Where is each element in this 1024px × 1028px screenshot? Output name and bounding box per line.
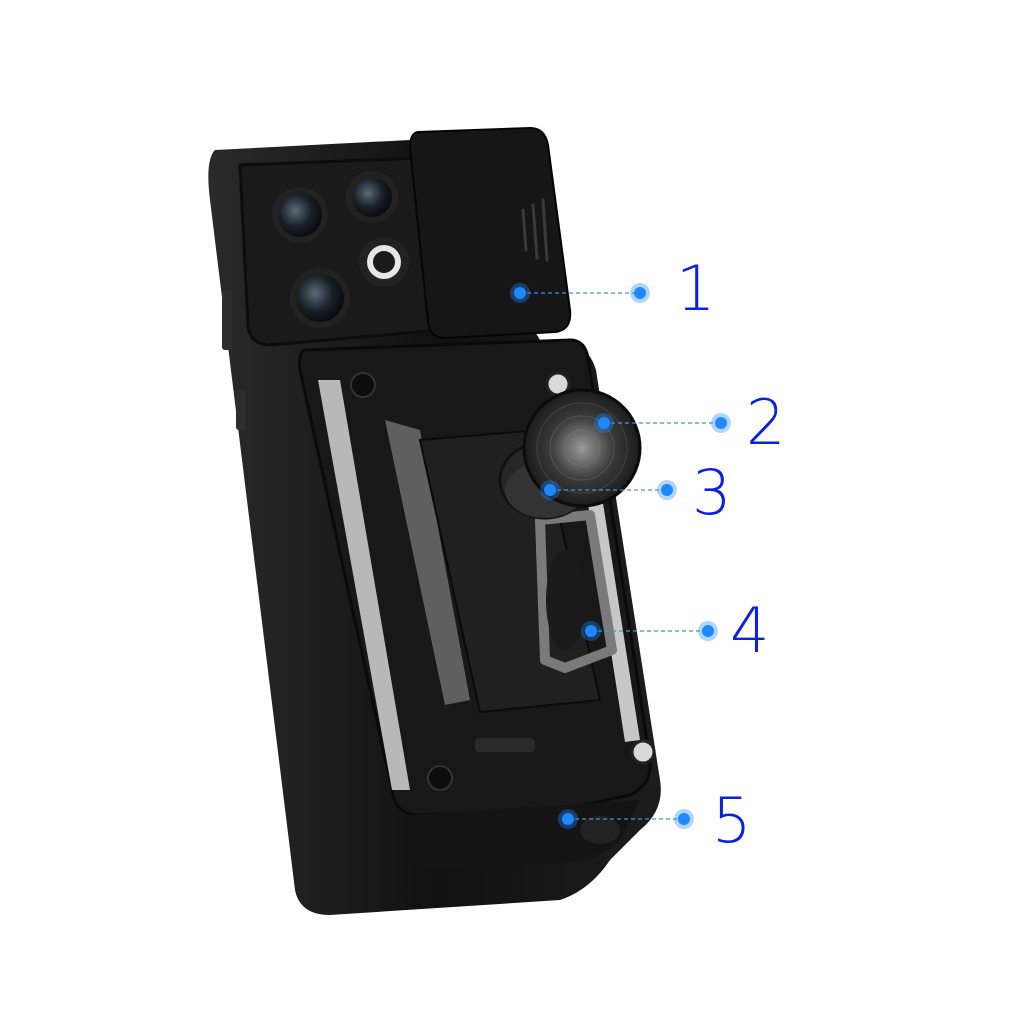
callout-2	[594, 413, 731, 433]
callout-number-4: 4	[730, 594, 770, 667]
callout-number-3: 3	[692, 456, 732, 529]
bottom-bumper	[408, 800, 640, 870]
ring-holder	[535, 510, 617, 673]
power-button	[236, 390, 246, 430]
callout-number-2: 2	[746, 386, 786, 459]
silver-accent-left	[318, 380, 410, 790]
callout-3	[540, 480, 677, 500]
callout-4	[581, 621, 718, 641]
callout-5	[558, 809, 694, 829]
callout-number-5: 5	[712, 784, 752, 857]
magnetic-plate	[522, 388, 642, 508]
callout-1	[510, 283, 650, 303]
volume-button	[222, 290, 232, 350]
sliding-camera-cover	[408, 126, 572, 340]
callout-number-1: 1	[676, 252, 716, 325]
camera-module	[238, 156, 442, 347]
